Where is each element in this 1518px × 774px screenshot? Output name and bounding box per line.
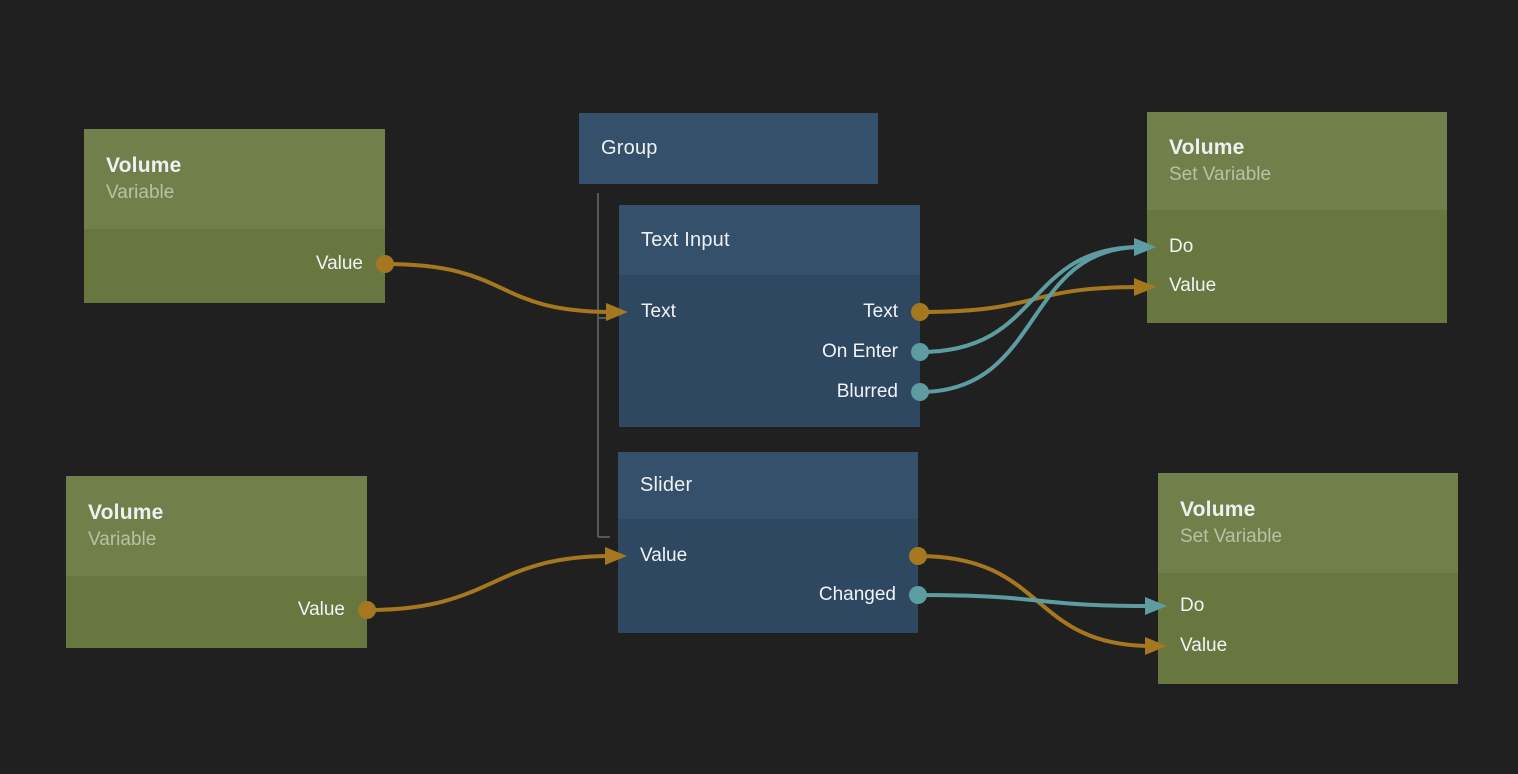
port-output-on-enter[interactable]: On Enter [821,341,898,362]
node-group[interactable]: Group [579,113,878,184]
port-input-do[interactable]: Do [1180,595,1205,616]
port-output-changed[interactable]: Changed [818,584,896,605]
node-body [1158,573,1458,684]
node-body [619,275,920,427]
port-output-value[interactable]: Value [297,599,345,620]
port-output-text[interactable]: Text [863,301,898,322]
node-body [66,576,367,648]
node-subtitle: Variable [106,182,175,203]
node-header[interactable]: Group [579,113,878,184]
port-input-value[interactable]: Value [1180,635,1228,656]
node-body [1147,210,1447,323]
node-title: Group [601,137,658,159]
port-output-value[interactable]: Value [315,253,363,274]
node-header[interactable]: Slider [618,452,918,519]
node-title: Volume [88,501,164,524]
node-title: Volume [1180,498,1256,521]
node-title: Volume [106,154,182,177]
port-input-text[interactable]: Text [641,301,676,322]
node-subtitle: Variable [88,529,157,550]
node-title: Volume [1169,136,1245,159]
port-input-value[interactable]: Value [1169,275,1217,296]
port-input-value[interactable]: Value [640,545,688,566]
node-subtitle: Set Variable [1169,164,1272,185]
node-title: Slider [640,474,693,496]
node-title: Text Input [641,228,730,251]
node-body [84,229,385,303]
node-subtitle: Set Variable [1180,526,1283,547]
node-header[interactable]: Text Input [619,205,920,275]
port-input-do[interactable]: Do [1169,236,1194,257]
port-output-blurred[interactable]: Blurred [836,381,898,402]
node-body [618,519,918,633]
